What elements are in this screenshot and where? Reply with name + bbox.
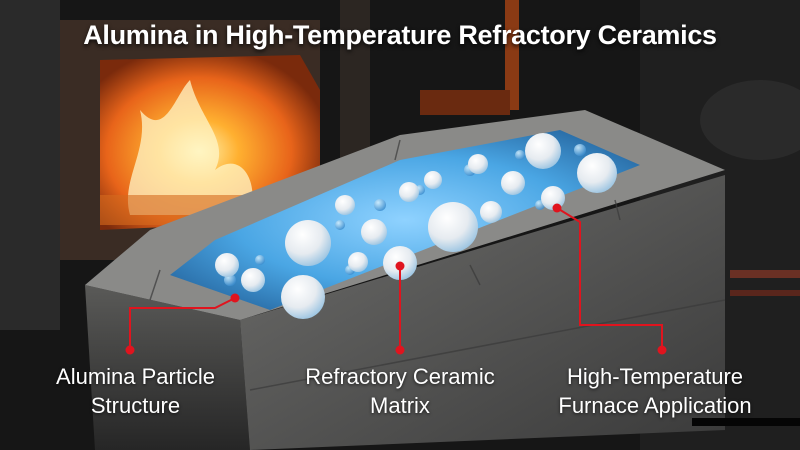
callout-dot-2-end bbox=[395, 345, 405, 355]
callout-label-line: Structure bbox=[90, 393, 181, 418]
callout-dot-1-start bbox=[230, 293, 240, 303]
ceramic-matrix bbox=[170, 130, 640, 310]
callout-dot-3-end bbox=[657, 345, 667, 355]
callout-label-alumina-particle-structure: Alumina Particle Structure bbox=[18, 362, 253, 420]
callout-label-line: High-Temperature bbox=[566, 364, 744, 389]
callout-line-3 bbox=[556, 207, 663, 350]
callout-dot-3-start bbox=[552, 203, 562, 213]
block-left-face bbox=[85, 285, 250, 450]
page-title: Alumina in High-Temperature Refractory C… bbox=[83, 20, 717, 50]
alumina-spheres bbox=[215, 133, 617, 319]
callout-label-line: Refractory Ceramic bbox=[305, 364, 495, 389]
block-front-face bbox=[240, 175, 725, 450]
watermark-mask-bar bbox=[692, 418, 800, 426]
callout-dots bbox=[125, 203, 667, 355]
callout-label-line: Alumina Particle bbox=[56, 364, 215, 389]
callout-dot-1-end bbox=[125, 345, 135, 355]
callout-label-refractory-ceramic-matrix: Refractory Ceramic Matrix bbox=[280, 362, 520, 420]
callout-lines bbox=[129, 207, 663, 350]
callout-dot-2-start bbox=[395, 261, 405, 271]
block-seams bbox=[149, 139, 726, 391]
machinery-left bbox=[0, 0, 60, 330]
callout-label-line: Matrix bbox=[370, 393, 430, 418]
callout-label-high-temperature-furnace-application: High-Temperature Furnace Application bbox=[530, 362, 780, 420]
callout-label-line: Furnace Application bbox=[558, 393, 752, 418]
callout-line-1 bbox=[129, 297, 236, 350]
